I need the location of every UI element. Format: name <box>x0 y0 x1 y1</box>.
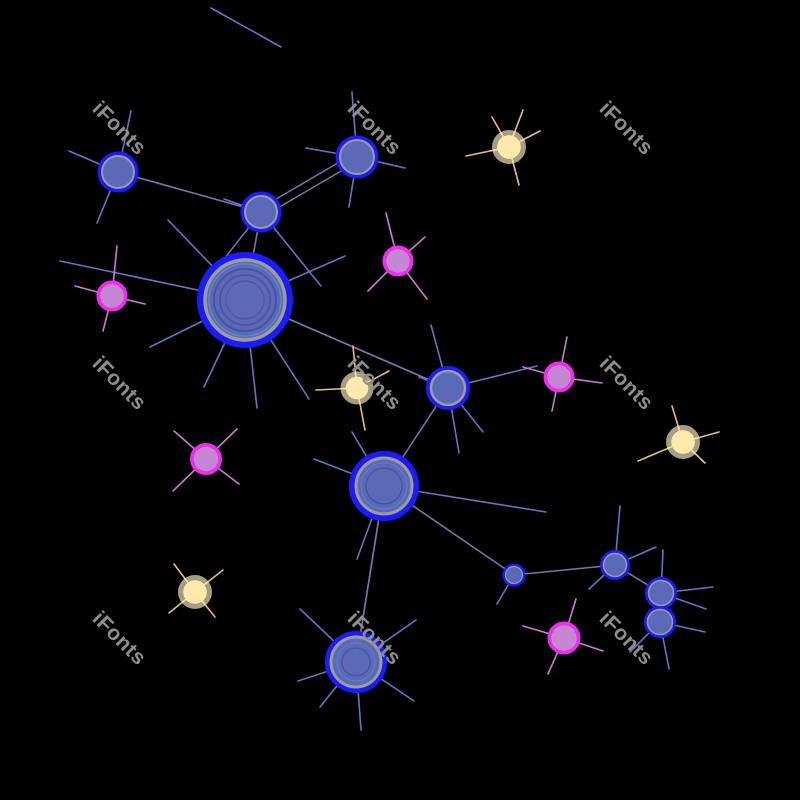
node-inner-ring <box>219 274 271 326</box>
graph-node-yellow[interactable] <box>345 376 369 400</box>
graph-node-blue[interactable] <box>203 258 287 342</box>
node-inner-ring <box>225 280 265 320</box>
node-halo-yellow <box>492 130 526 164</box>
graph-node-blue[interactable] <box>647 579 675 607</box>
graph-node-magenta[interactable] <box>547 365 571 389</box>
graph-node-blue[interactable] <box>329 635 383 689</box>
graph-node-blue[interactable] <box>646 608 674 636</box>
node-halo-magenta <box>543 361 575 393</box>
node-halo-magenta <box>382 245 414 277</box>
node-halo-magenta <box>547 621 581 655</box>
graph-node-blue[interactable] <box>339 139 375 175</box>
spokes-layer <box>59 7 720 731</box>
node-halo-blue <box>240 191 282 233</box>
graph-node-blue[interactable] <box>244 195 278 229</box>
graph-node-magenta[interactable] <box>551 625 577 651</box>
node-halo-blue <box>325 631 387 693</box>
graph-node-blue[interactable] <box>101 155 135 189</box>
graph-node-blue[interactable] <box>504 565 524 585</box>
node-halo-blue <box>426 366 470 410</box>
node-halo-blue <box>600 550 630 580</box>
graph-node-magenta[interactable] <box>100 284 124 308</box>
node-halo-magenta <box>190 443 222 475</box>
node-halo-blue <box>335 135 379 179</box>
node-inner-ring <box>341 647 371 677</box>
graph-edge <box>513 564 616 576</box>
graph-spoke <box>210 7 282 48</box>
node-halo-blue <box>644 606 676 638</box>
node-inner-ring <box>208 263 282 337</box>
node-halo-yellow <box>178 575 212 609</box>
node-halo-blue <box>349 451 419 521</box>
graph-edge <box>117 171 262 213</box>
graph-node-blue[interactable] <box>602 552 628 578</box>
nodes-layer <box>96 130 700 693</box>
node-inner-ring <box>336 642 376 682</box>
node-halo-blue <box>197 252 293 348</box>
node-inner-ring <box>365 467 403 505</box>
node-halo-blue <box>502 563 526 587</box>
graph-node-yellow[interactable] <box>497 135 521 159</box>
node-halo-blue <box>97 151 139 193</box>
graph-node-magenta[interactable] <box>193 446 219 472</box>
node-inner-ring <box>360 462 408 510</box>
graph-node-yellow[interactable] <box>671 430 695 454</box>
graph-node-blue[interactable] <box>354 456 414 516</box>
graph-node-yellow[interactable] <box>183 580 207 604</box>
node-halo-magenta <box>96 280 128 312</box>
node-inner-ring <box>213 268 277 332</box>
node-halo-yellow <box>666 425 700 459</box>
graph-node-blue[interactable] <box>429 369 467 407</box>
node-halo-yellow <box>340 371 374 405</box>
graph-node-magenta[interactable] <box>386 249 410 273</box>
